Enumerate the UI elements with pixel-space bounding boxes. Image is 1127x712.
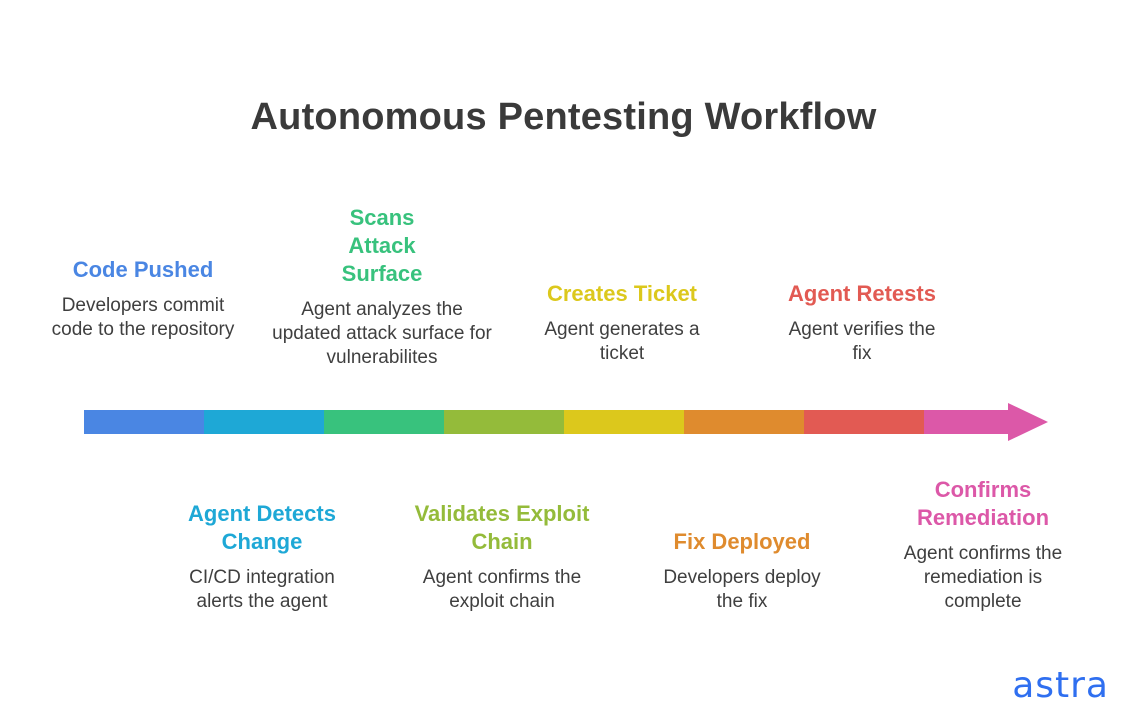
step-heading: Creates Ticket <box>546 281 697 306</box>
step-heading: Scans Attack Surface <box>341 205 423 286</box>
step-description: Agent generates a ticket <box>544 319 700 364</box>
step-validates-exploit-chain: Validates Exploit Chain Agent confirms t… <box>392 500 612 614</box>
astra-logo: astra <box>1012 665 1109 706</box>
step-description: Agent verifies the fix <box>788 319 936 364</box>
step-description: CI/CD integration alerts the agent <box>189 567 335 612</box>
timeline-segment <box>564 410 685 434</box>
step-heading: Agent Detects Change <box>188 501 336 554</box>
step-confirms-remediation: Confirms Remediation Agent confirms the … <box>873 476 1093 614</box>
timeline-segment <box>924 410 1010 434</box>
step-heading: Confirms Remediation <box>916 477 1050 530</box>
step-creates-ticket: Creates Ticket Agent generates a ticket <box>512 280 732 366</box>
step-agent-retests: Agent Retests Agent verifies the fix <box>752 280 972 366</box>
step-heading: Validates Exploit Chain <box>414 501 590 554</box>
timeline-segment <box>84 410 205 434</box>
timeline-segment <box>204 410 325 434</box>
step-agent-detects-change: Agent Detects Change CI/CD integration a… <box>152 500 372 614</box>
step-heading: Fix Deployed <box>673 529 811 554</box>
step-fix-deployed: Fix Deployed Developers deploy the fix <box>632 528 852 614</box>
step-description: Agent confirms the exploit chain <box>422 567 582 612</box>
step-heading: Code Pushed <box>72 257 214 282</box>
timeline-segment <box>444 410 565 434</box>
timeline-segment <box>684 410 805 434</box>
step-heading: Agent Retests <box>788 281 936 306</box>
page-title: Autonomous Pentesting Workflow <box>250 96 877 138</box>
timeline-segment <box>324 410 445 434</box>
timeline-segment <box>804 410 925 434</box>
step-scans-attack-surface: Scans Attack Surface Agent analyzes the … <box>272 204 492 370</box>
timeline-arrow <box>84 403 1048 443</box>
arrowhead-icon <box>1008 403 1048 441</box>
step-code-pushed: Code Pushed Developers commit code to th… <box>33 256 253 342</box>
step-description: Agent analyzes the updated attack surfac… <box>272 299 492 368</box>
step-description: Developers commit code to the repository <box>51 295 235 340</box>
step-description: Agent confirms the remediation is comple… <box>903 543 1063 612</box>
step-description: Developers deploy the fix <box>663 567 821 612</box>
